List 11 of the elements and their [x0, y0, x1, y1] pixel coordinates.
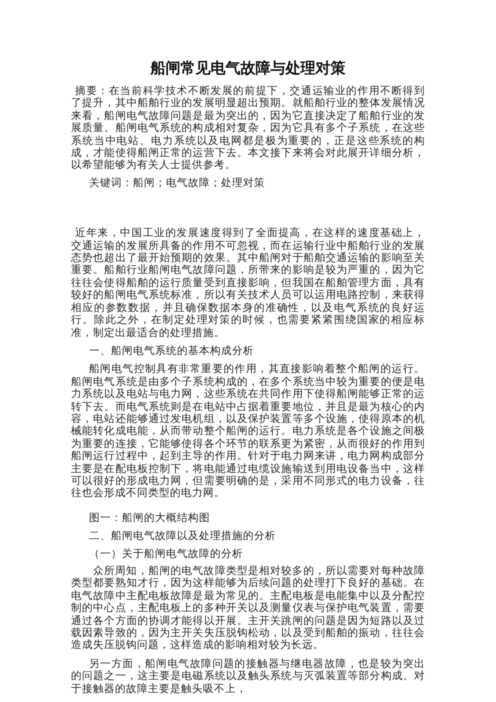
section-heading: 二、船闸电气故障以及处理措施的分析: [89, 531, 277, 544]
figure-caption: 图一：船闸的大概结构图: [89, 512, 211, 526]
subsection-heading: （一）关于船闸电气故障的分析: [89, 548, 244, 561]
body-paragraph: 众所周知，船闸的电气故障类型是相对较多的，所以需要对每种故障类型都要熟知才行，因为这样能够为后续问题的处理打下良好的基础。在电气故障中主配电板故障是最为常见的。主配电板是电能集中以及分配控制的中心点，主配电板上的多种开关以及测量仪表与保护电气装置，需要通过各个方面的协调才能得以开展。主开关跳闸的问题是因为短路以及过载因素导致的，因为主开关失压脱钩松动，以及受到船舶的振动，往往会造成失压脱钩问题，这样造成的影响相对较为长远。: [71, 566, 425, 653]
keywords-line: 关键词：船闸；电气故障；处理对策: [89, 178, 266, 190]
page-title: 船闸常见电气故障与处理对策: [149, 59, 346, 79]
body-paragraph: 另一方面，船闸电气故障问题的接触器与继电器故障，也是较为突出的问题之一，这主要是电磁系统以及触头系统与灭弧装置等部分构成。对于接触器的故障主要是触头吸不上，: [71, 658, 425, 696]
section-heading: 一、船闸电气系统的基本构成分析: [89, 346, 255, 358]
body-paragraph: 近年来，中国工业的发展速度得到了全面提高，在这样的速度基础上，交通运输的发展所具备的作用不可忽视，而在运输行业中船舶行业的发展态势也超出了最开始预期的效果。其中船闸对于船舶交通运输的影响至关重要。船舶行业船闸电气故障问题，所带来的影响是较为严重的，因为它往往会使得船舶的运行质量受到直接影响，但我国在船舶管理方面，具有较好的船闸电气系统标准，所以有关技术人员可以运用电路控制，来获得相应的参数数据，并且确保数据本身的准确性，以及电气系统的良好运行。除此之外，在制定处理对策的时候，也需要紧紧围绕国家的相应标准，制定出最适合的处理措施。: [71, 228, 425, 340]
abstract-paragraph: 摘要：在当前科学技术不断发展的前提下，交通运输业的作用不断得到了提升，其中船舶行业的发展明显超出预期。就船舶行业的整体发展情况来看，船闸电气故障问题是最为突出的，因为它直接决定了船舶行业的发展质量。船闸电气系统的构成相对复杂，因为它具有多个子系统，在这些系统当中电站、电力系统以及电网都是极为重要的，正是这些系统的构成，才能使得船闸正常的运营下去。本文接下来将会对此展开详细分析，以希望能够为有关人士提供参考。: [71, 86, 425, 173]
body-paragraph: 船闸电气控制具有非常重要的作用，其直接影响着整个船闸的运行。船闸电气系统是由多个子系统构成的，在多个系统当中较为重要的便是电力系统以及电站与电力网，这些系统在共同作用下使得船闸能够正常的运转下去。而电气系统则是在电站中占据着重要地位，并且是最为核心的内容，电站还能够通过发电机组，以及保护装置等多个设施，使得原本的机械能转化成电能，从而带动整个船闸的运行。电力系统是各个设施之间极为重要的连接，它能够使得各个环节的联系更为紧密，从而很好的作用到船闸运行过程中，起到主导的作用。针对于电力网来讲，电力网构成部分主要是在配电板控制下，将电能通过电缆设施输送到用电设备当中，这样可以很好的形成电力网，但需要明确的是，采用不同形式的电力设备，往往也会形成不同类型的电力网。: [71, 364, 425, 501]
